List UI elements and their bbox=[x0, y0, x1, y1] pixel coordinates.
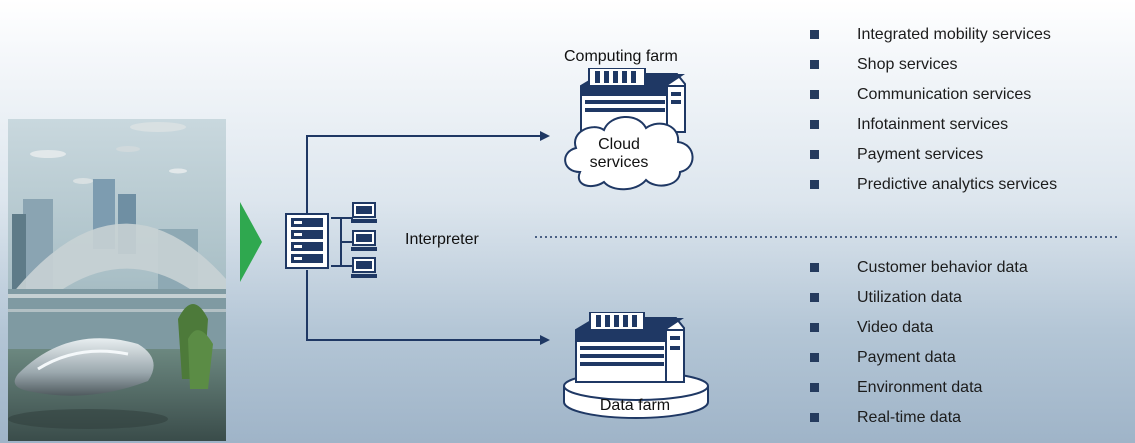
data-type-label: Utilization data bbox=[857, 289, 962, 306]
connector-to-cloud bbox=[306, 135, 540, 214]
service-label: Shop services bbox=[857, 56, 958, 73]
terminal-icon bbox=[351, 257, 377, 278]
bullet-square-icon bbox=[810, 30, 819, 39]
services-list: Integrated mobility services Shop servic… bbox=[808, 25, 1057, 205]
arrowhead-cloud-icon bbox=[540, 131, 550, 141]
cloud-icon bbox=[564, 116, 694, 191]
interpreter-label: Interpreter bbox=[405, 231, 479, 248]
service-label: Integrated mobility services bbox=[857, 26, 1051, 43]
bullet-square-icon bbox=[810, 180, 819, 189]
service-label: Payment services bbox=[857, 146, 984, 163]
cloud-label-line1: Cloud bbox=[598, 136, 640, 153]
bullet-square-icon bbox=[810, 60, 819, 69]
terminal-icon bbox=[351, 230, 377, 251]
list-item: Predictive analytics services bbox=[808, 175, 1057, 205]
list-item: Real-time data bbox=[808, 408, 1028, 438]
data-type-label: Video data bbox=[857, 319, 934, 336]
service-label: Infotainment services bbox=[857, 116, 1009, 133]
bullet-square-icon bbox=[810, 90, 819, 99]
cloud-services-label: Cloud services bbox=[578, 136, 660, 172]
list-item: Video data bbox=[808, 318, 1028, 348]
terminal-icon bbox=[351, 202, 377, 223]
computing-farm-title: Computing farm bbox=[564, 48, 678, 65]
data-type-label: Real-time data bbox=[857, 409, 962, 426]
futuristic-city-image bbox=[8, 119, 226, 441]
list-item: Customer behavior data bbox=[808, 258, 1028, 288]
network-lines-icon bbox=[331, 217, 353, 267]
list-item: Integrated mobility services bbox=[808, 25, 1057, 55]
list-item: Shop services bbox=[808, 55, 1057, 85]
list-item: Infotainment services bbox=[808, 115, 1057, 145]
data-type-label: Customer behavior data bbox=[857, 259, 1028, 276]
bullet-square-icon bbox=[810, 323, 819, 332]
bullet-square-icon bbox=[810, 293, 819, 302]
arrowhead-datafarm-icon bbox=[540, 335, 550, 345]
list-item: Environment data bbox=[808, 378, 1028, 408]
data-type-label: Payment data bbox=[857, 349, 956, 366]
computing-farm-building-icon bbox=[580, 68, 686, 133]
list-item: Payment services bbox=[808, 145, 1057, 175]
bullet-square-icon bbox=[810, 150, 819, 159]
list-item: Communication services bbox=[808, 85, 1057, 115]
data-farm-building-icon bbox=[563, 312, 709, 419]
bullet-square-icon bbox=[810, 120, 819, 129]
list-item: Utilization data bbox=[808, 288, 1028, 318]
bullet-square-icon bbox=[810, 383, 819, 392]
service-label: Communication services bbox=[857, 86, 1032, 103]
server-rack-icon bbox=[285, 213, 329, 269]
bullet-square-icon bbox=[810, 263, 819, 272]
data-type-label: Environment data bbox=[857, 379, 983, 396]
list-item: Payment data bbox=[808, 348, 1028, 378]
data-farm-label: Data farm bbox=[599, 397, 671, 414]
data-types-list: Customer behavior data Utilization data … bbox=[808, 258, 1028, 438]
connector-to-datafarm bbox=[306, 270, 540, 341]
flow-arrow-icon bbox=[240, 202, 262, 282]
bullet-square-icon bbox=[810, 353, 819, 362]
cloud-label-line2: services bbox=[589, 154, 649, 171]
bullet-square-icon bbox=[810, 413, 819, 422]
service-label: Predictive analytics services bbox=[857, 176, 1058, 193]
